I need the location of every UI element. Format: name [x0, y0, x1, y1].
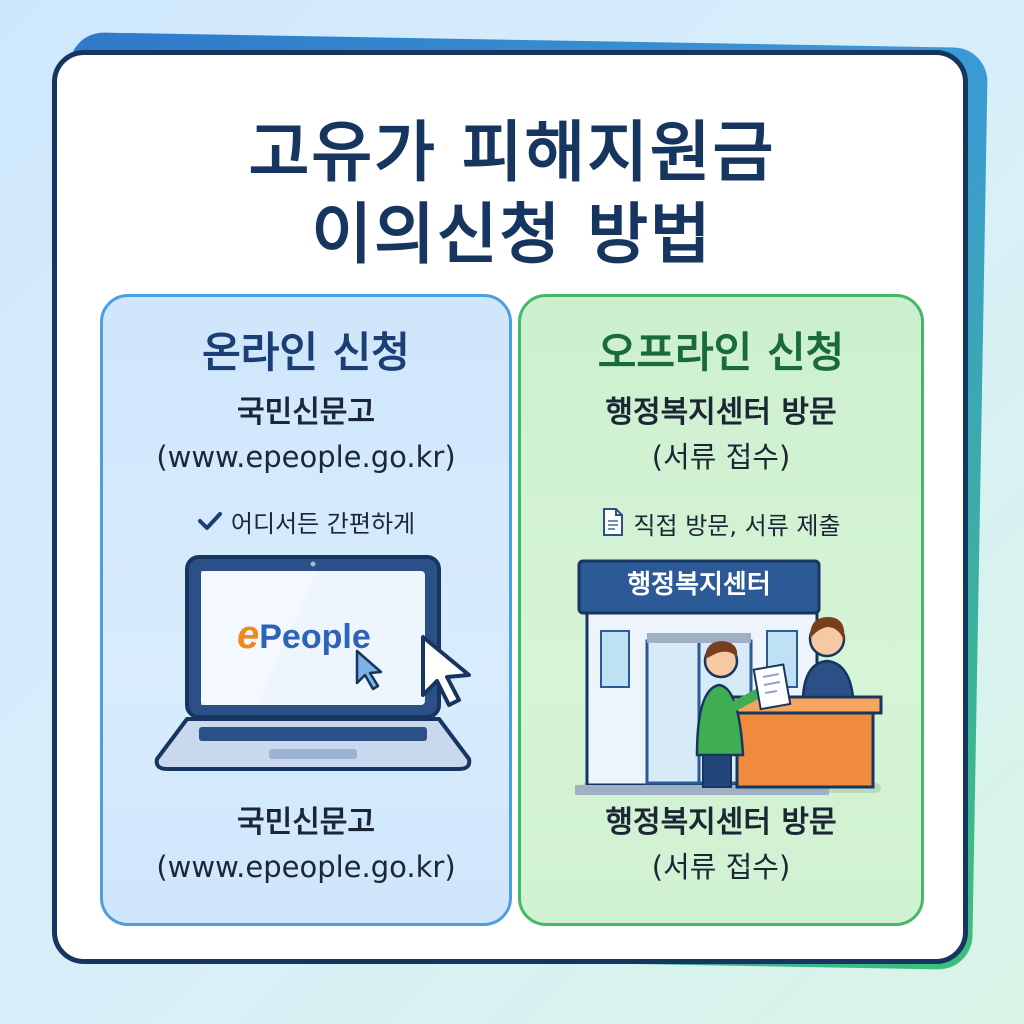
- offline-detail: (서류 접수): [651, 440, 791, 474]
- cursor-icon: [421, 635, 471, 707]
- offline-title: 오프라인 신청: [597, 328, 845, 377]
- online-bottom-url: (www.epeople.go.kr): [156, 850, 456, 884]
- document-icon: [601, 507, 625, 545]
- online-url: (www.epeople.go.kr): [156, 440, 456, 474]
- offline-panel: 오프라인 신청 행정복지센터 방문 (서류 접수) 직접 방문, 서류 제출: [518, 294, 924, 926]
- online-note-text: 어디서든 간편하게: [230, 510, 416, 538]
- laptop-illustration: [154, 555, 472, 771]
- offline-bottom-detail: (서류 접수): [651, 850, 791, 884]
- online-title: 온라인 신청: [202, 328, 410, 377]
- page-title-line1: 고유가 피해지원금: [248, 114, 776, 191]
- center-sign-text: 행정복지센터: [627, 570, 771, 600]
- offline-note: 직접 방문, 서류 제출: [521, 507, 921, 545]
- online-bottom-service: 국민신문고: [237, 805, 375, 840]
- offline-note-text: 직접 방문, 서류 제출: [633, 512, 841, 540]
- online-note: 어디서든 간편하게: [103, 507, 509, 540]
- epeople-logo: ePeople: [237, 613, 371, 657]
- online-service: 국민신문고: [237, 395, 375, 430]
- online-panel: 온라인 신청 국민신문고 (www.epeople.go.kr) 어디서든 간편…: [100, 294, 512, 926]
- offline-bottom-service: 행정복지센터 방문: [605, 805, 837, 840]
- offline-service: 행정복지센터 방문: [605, 395, 837, 430]
- page-title-line2: 이의신청 방법: [311, 196, 713, 273]
- service-center-illustration: [575, 559, 883, 795]
- check-icon: [197, 508, 223, 540]
